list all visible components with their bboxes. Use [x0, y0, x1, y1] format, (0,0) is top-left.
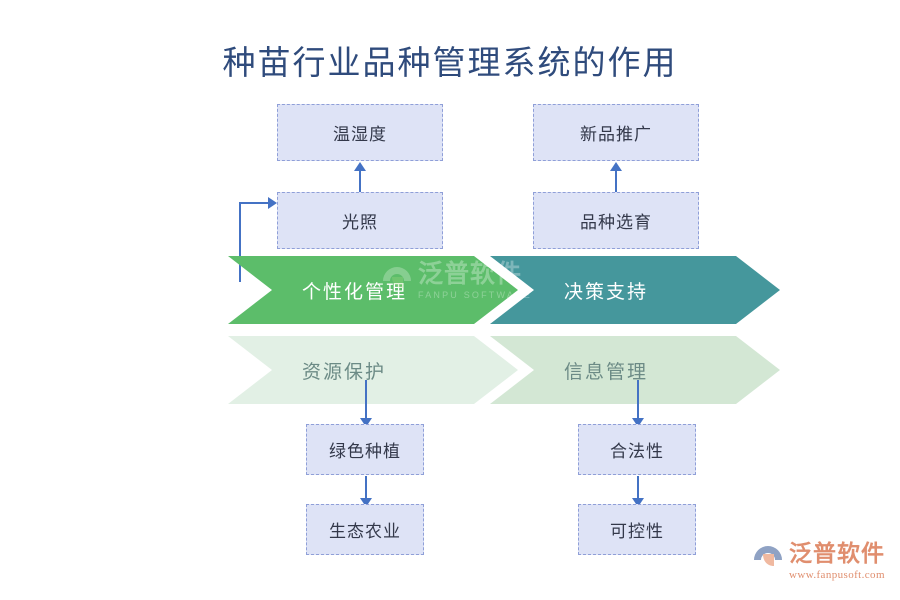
node-label: 可控性	[610, 522, 664, 541]
connector-legality-to-controllability	[637, 476, 639, 501]
chevron-label: 资源保护	[302, 361, 387, 383]
node-label: 新品推广	[580, 125, 652, 144]
logo-brand-cn: 泛普软件	[789, 540, 885, 566]
connector-light-to-temperature	[359, 170, 361, 193]
node-green-planting[interactable]: 绿色种植	[306, 424, 424, 475]
connector-personalized-to-light-horizontal	[239, 202, 270, 204]
chevron-label: 个性化管理	[302, 281, 408, 303]
connector-green-planting-to-eco-agriculture	[365, 476, 367, 501]
arrow-down-icon	[360, 498, 372, 507]
node-eco-agriculture[interactable]: 生态农业	[306, 504, 424, 555]
chevron-label: 决策支持	[564, 281, 649, 303]
node-legality[interactable]: 合法性	[578, 424, 696, 475]
arrow-down-icon	[632, 498, 644, 507]
chevron-resource-protection[interactable]: 资源保护	[228, 336, 518, 404]
connector-personalized-to-light-vertical	[239, 202, 241, 282]
node-label: 光照	[342, 213, 378, 232]
node-controllability[interactable]: 可控性	[578, 504, 696, 555]
node-new-product-promotion[interactable]: 新品推广	[533, 104, 699, 161]
node-label: 品种选育	[580, 213, 652, 232]
chevron-label: 信息管理	[564, 361, 649, 383]
arrow-down-icon	[360, 418, 372, 427]
connector-breeding-to-promotion	[615, 170, 617, 193]
arrow-down-icon	[632, 418, 644, 427]
node-label: 生态农业	[329, 522, 401, 541]
logo-url: www.fanpusoft.com	[789, 569, 885, 581]
chevron-personalized-management[interactable]: 个性化管理	[228, 256, 518, 324]
fanpu-logo-icon	[752, 544, 784, 576]
connector-resource-to-green-planting	[365, 380, 367, 420]
node-variety-breeding[interactable]: 品种选育	[533, 192, 699, 249]
arrow-up-icon	[354, 162, 366, 171]
chevron-information-management[interactable]: 信息管理	[490, 336, 780, 404]
connector-information-to-legality	[637, 380, 639, 420]
node-light[interactable]: 光照	[277, 192, 443, 249]
node-label: 温湿度	[333, 125, 387, 144]
node-temperature-humidity[interactable]: 温湿度	[277, 104, 443, 161]
fanpu-logo: 泛普软件 www.fanpusoft.com	[752, 542, 885, 581]
node-label: 合法性	[610, 442, 664, 461]
chevron-decision-support[interactable]: 决策支持	[490, 256, 780, 324]
page-title: 种苗行业品种管理系统的作用	[222, 46, 678, 82]
node-label: 绿色种植	[329, 442, 401, 461]
arrow-right-icon	[268, 197, 277, 209]
arrow-up-icon	[610, 162, 622, 171]
